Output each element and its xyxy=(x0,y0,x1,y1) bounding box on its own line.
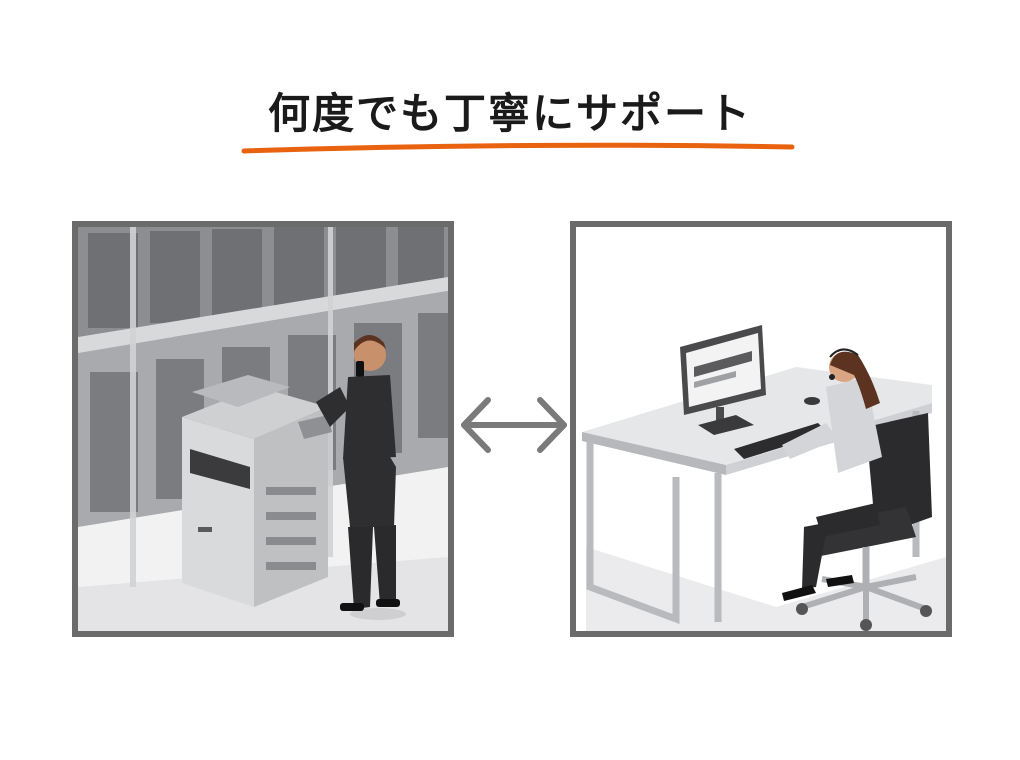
customer-person-illustration xyxy=(316,335,406,620)
monitor-illustration xyxy=(680,325,828,459)
copier-illustration xyxy=(182,375,332,607)
support-scene-panel xyxy=(570,221,952,637)
title-underline xyxy=(241,142,795,154)
customer-scene-panel xyxy=(72,221,454,637)
customer-scene-illustration xyxy=(78,227,448,631)
operator-person-illustration xyxy=(782,348,882,601)
support-scene-illustration xyxy=(576,227,946,631)
office-chair-illustration xyxy=(796,413,932,631)
left-right-arrow-icon xyxy=(461,397,567,453)
page-title: 何度でも丁寧にサポート xyxy=(267,89,752,138)
